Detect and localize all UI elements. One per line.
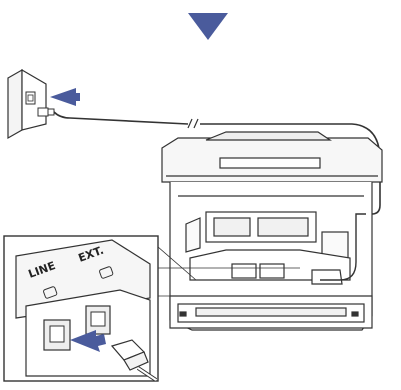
wall-plug (37, 107, 55, 117)
down-triangle-icon (188, 13, 228, 40)
rj11-plug (110, 339, 149, 371)
detail-inset: EXT. LINE (15, 239, 158, 382)
double-slash-icon (187, 118, 199, 129)
inner-cable (320, 213, 366, 281)
phone-jack-icon (43, 266, 114, 299)
right-arrow-icon (50, 88, 80, 106)
printer-machine (161, 131, 383, 331)
phone-cable (53, 111, 189, 125)
right-arrow-icon (70, 330, 106, 352)
phone-wall-socket-icon (7, 68, 47, 140)
